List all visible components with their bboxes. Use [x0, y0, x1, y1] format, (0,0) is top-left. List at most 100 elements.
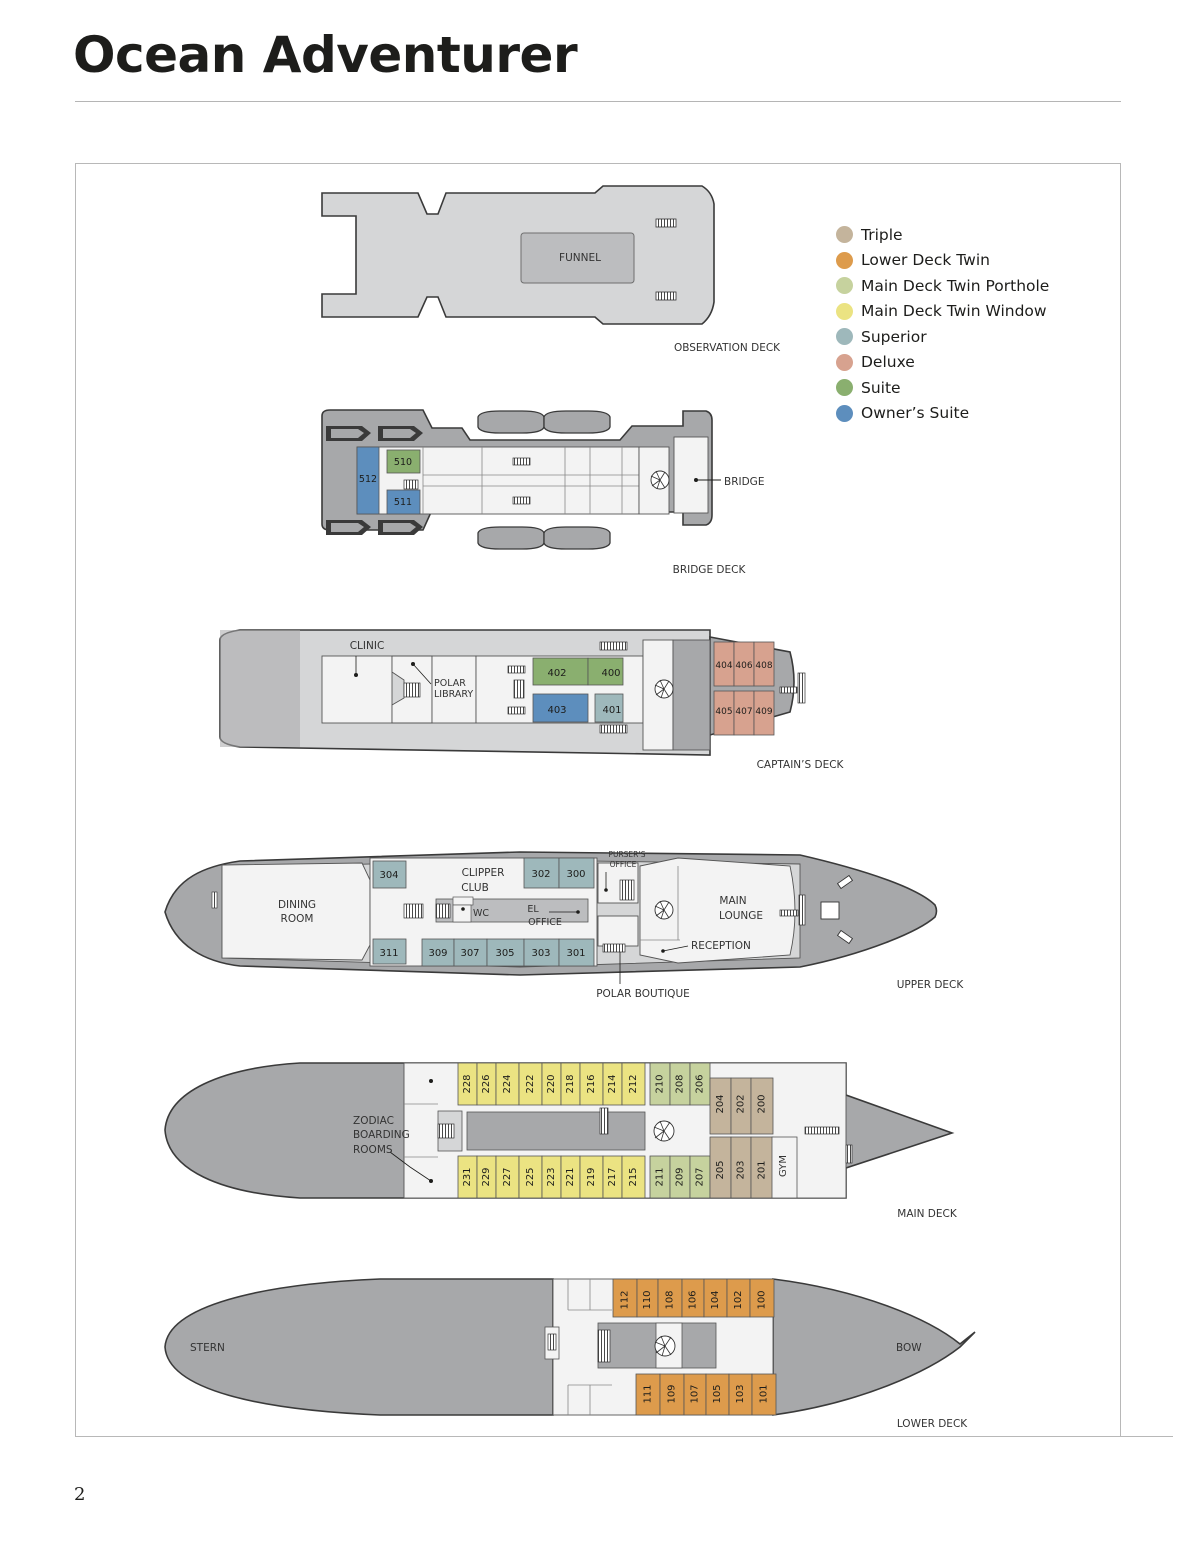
cabin-300[interactable]	[558, 857, 595, 889]
cabin-302[interactable]	[523, 857, 560, 889]
cabin-number: 112	[620, 1290, 631, 1309]
legend-label: Main Deck Twin Porthole	[861, 276, 1050, 295]
cabin-403[interactable]	[532, 693, 589, 723]
stairs-icon	[599, 641, 628, 651]
cabin-408[interactable]	[753, 641, 775, 687]
legend-label: Owner’s Suite	[861, 404, 970, 423]
cabin-number: 207	[695, 1167, 706, 1186]
stairs-icon	[597, 1329, 611, 1363]
zodiac-label-3: ROOMS	[353, 1144, 393, 1156]
captains-deck-name: CAPTAIN’S DECK	[757, 759, 845, 771]
cabin-number: 311	[379, 948, 398, 959]
lifeboat	[543, 526, 611, 550]
cabin-number: 108	[665, 1290, 676, 1309]
cabin-305[interactable]	[486, 938, 525, 967]
bridge-deck-name: BRIDGE DECK	[673, 564, 747, 576]
spiral-stairs-icon	[654, 679, 674, 699]
upper-deck-name: UPPER DECK	[897, 979, 965, 991]
cabin-301[interactable]	[558, 938, 595, 967]
stairs-icon	[602, 943, 626, 953]
cabin-101[interactable]	[751, 1373, 777, 1416]
stern-label: STERN	[190, 1342, 225, 1354]
dining-room	[221, 862, 371, 961]
cabin-109[interactable]	[659, 1373, 685, 1416]
cabin-512[interactable]	[356, 446, 380, 515]
cabin-number: 301	[566, 948, 585, 959]
cabin-100[interactable]	[749, 1278, 775, 1318]
cabin-number: 405	[715, 707, 732, 717]
main-deck-core	[466, 1111, 646, 1151]
stairs-icon	[779, 909, 799, 917]
title-rule	[75, 101, 1121, 102]
stairs-icon	[403, 479, 419, 490]
cabin-number: 400	[601, 668, 620, 679]
cabin-number: 409	[755, 707, 772, 717]
cabin-212[interactable]	[621, 1062, 646, 1106]
cabin-number: 309	[428, 948, 447, 959]
el-office-label-2: OFFICE	[528, 917, 562, 928]
cabin-400[interactable]	[587, 657, 624, 686]
cabin-number: 204	[715, 1094, 726, 1113]
stairs-icon	[435, 903, 451, 919]
legend-label: Triple	[861, 225, 903, 244]
cabin-number: 228	[462, 1074, 473, 1093]
lifeboat	[543, 410, 611, 434]
cabin-200[interactable]	[750, 1077, 774, 1135]
upper-deck: DINING ROOM CLIPPER CLUB WC EL OFFICE 30…	[164, 850, 965, 1000]
observation-deck: FUNNEL OBSERVATION DECK	[321, 185, 781, 354]
hatch	[820, 901, 840, 920]
cabin-409[interactable]	[753, 690, 775, 736]
legend-item: Deluxe	[836, 350, 1049, 376]
cabin-108[interactable]	[657, 1278, 683, 1318]
cabin-number: 406	[735, 661, 752, 671]
wc-room	[452, 904, 472, 923]
cabin-303[interactable]	[523, 938, 560, 967]
cabin-number: 307	[460, 948, 479, 959]
stairs-icon	[512, 496, 531, 505]
stairs-icon	[655, 291, 677, 301]
clipper-label-2: CLUB	[461, 882, 489, 894]
dining-label-1: DINING	[278, 899, 316, 911]
cabin-number: 403	[547, 705, 566, 716]
polar-boutique-label: POLAR BOUTIQUE	[596, 988, 690, 1000]
bow-label: BOW	[896, 1342, 922, 1354]
observation-deck-name: OBSERVATION DECK	[674, 342, 781, 354]
cabin-309[interactable]	[421, 938, 455, 967]
cabin-number: 404	[715, 661, 732, 671]
cabin-402[interactable]	[532, 657, 589, 686]
cabin-number: 305	[495, 948, 514, 959]
legend-swatch	[836, 226, 853, 244]
legend-swatch	[836, 379, 853, 397]
cabin-number: 227	[502, 1167, 513, 1186]
stairs-icon	[513, 679, 525, 699]
stairs-icon	[599, 724, 628, 734]
legend-item: Lower Deck Twin	[836, 248, 1049, 274]
cabin-number: 215	[628, 1167, 639, 1186]
cabin-number: 401	[602, 705, 621, 716]
cabin-number: 300	[566, 869, 585, 880]
cabin-number: 206	[695, 1074, 706, 1093]
cabin-number: 302	[531, 869, 550, 880]
reception-label: RECEPTION	[691, 940, 751, 952]
cabin-510[interactable]	[386, 449, 421, 474]
cabin-number: 203	[736, 1160, 747, 1179]
cabin-511[interactable]	[386, 489, 421, 515]
cabin-311[interactable]	[372, 938, 407, 965]
legend-label: Lower Deck Twin	[861, 251, 990, 270]
cabin-112[interactable]	[612, 1278, 638, 1318]
cabin-number: 219	[586, 1167, 597, 1186]
cabin-304[interactable]	[372, 860, 407, 889]
cabin-number: 202	[736, 1094, 747, 1113]
cabin-number: 222	[525, 1074, 536, 1093]
cabin-number: 223	[546, 1167, 557, 1186]
gym-label: GYM	[778, 1155, 789, 1177]
legend-label: Main Deck Twin Window	[861, 302, 1047, 321]
cabin-215[interactable]	[621, 1155, 646, 1199]
cabin-401[interactable]	[594, 693, 624, 723]
cabin-number: 109	[667, 1384, 678, 1403]
captains-deck: CLINIC POLAR LIBRARY 404 406 408	[219, 629, 845, 771]
